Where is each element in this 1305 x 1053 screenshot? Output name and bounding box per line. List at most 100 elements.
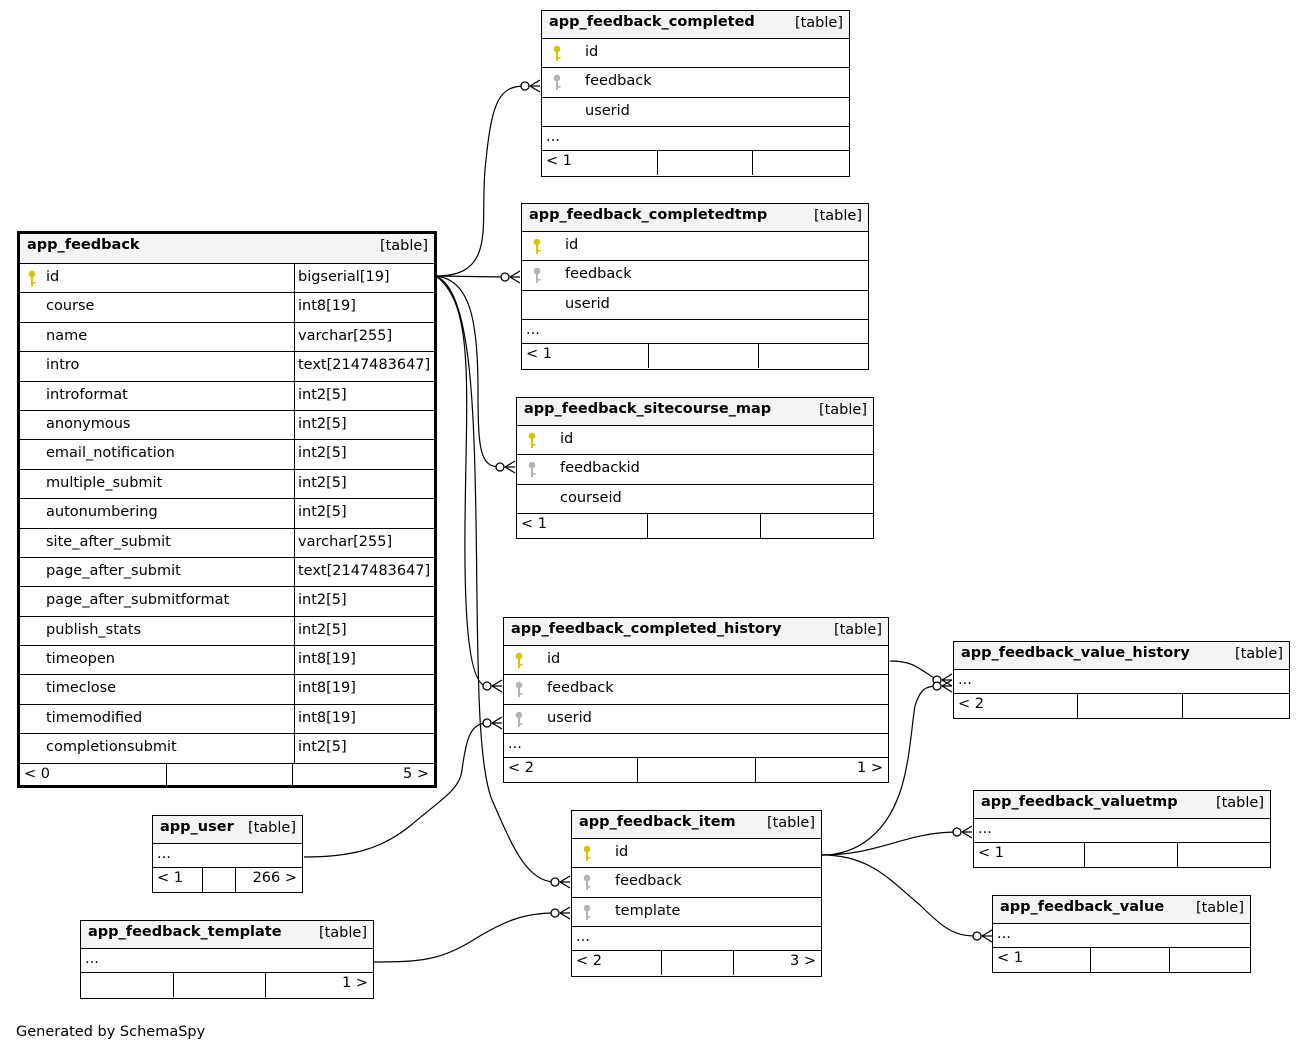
column-type: int8[19] [298, 298, 356, 315]
table-name: app_user [160, 819, 234, 835]
foreign-key-icon [552, 74, 562, 92]
table-tag: [table] [318, 925, 367, 941]
table-row: id [517, 426, 873, 456]
table-tag: [table] [818, 402, 867, 418]
table-header: app_feedback_completed_history [table] [504, 618, 888, 646]
foreign-key-icon [582, 904, 592, 922]
column-name: userid [547, 709, 592, 726]
footer-parents: < 1 [546, 153, 572, 170]
column-name: timemodified [46, 709, 143, 726]
table-header: app_feedback_value_history [table] [954, 642, 1289, 670]
column-type: int8[19] [298, 709, 356, 726]
column-type: int2[5] [298, 621, 347, 638]
table-tag: [table] [1215, 795, 1264, 811]
column-type: int8[19] [298, 680, 356, 697]
primary-key-icon [582, 845, 592, 863]
table-header: app_feedback_item [table] [572, 811, 821, 839]
table-name: app_feedback_completedtmp [529, 207, 768, 223]
column-name: feedback [565, 266, 632, 283]
table-footer: 1 > [81, 973, 373, 997]
table-tag: [table] [247, 820, 296, 836]
table-name: app_feedback_valuetmp [981, 794, 1178, 810]
table-row: introformat int2[5] [20, 381, 434, 411]
column-name: id [565, 237, 579, 253]
column-name: template [615, 902, 681, 919]
edge-item-template [373, 912, 556, 963]
table-tag: [table] [1234, 646, 1283, 662]
table-row: feedback [542, 68, 849, 98]
table-name: app_feedback_value_history [961, 645, 1190, 661]
column-name: email_notification [46, 445, 175, 462]
table-app-feedback-valuetmp[interactable]: app_feedback_valuetmp [table] ... < 1 [973, 790, 1271, 868]
footer-parents: < 1 [526, 346, 552, 363]
table-row: feedback [572, 868, 821, 898]
column-name: course [46, 298, 95, 315]
column-name: timeclose [46, 680, 117, 697]
table-header: app_feedback_valuetmp [table] [974, 791, 1270, 819]
column-type: int2[5] [298, 386, 347, 403]
table-row: id [572, 839, 821, 869]
table-row: userid [542, 98, 849, 128]
generator-credit: Generated by SchemaSpy [16, 1024, 206, 1040]
footer-children: 5 > [403, 765, 429, 782]
column-type: int2[5] [298, 474, 347, 491]
edge-item-feedback [435, 275, 556, 883]
table-tag: [table] [379, 238, 428, 254]
table-footer: < 0 5 > [20, 763, 434, 788]
table-footer: < 1 [542, 151, 849, 176]
footer-parents: < 0 [24, 765, 50, 782]
table-header: app_feedback_sitecourse_map [table] [517, 398, 873, 426]
foreign-key-icon [514, 681, 524, 699]
column-name: userid [585, 102, 630, 119]
edge-sitecourse-feedbackid [435, 275, 501, 468]
edge-completed-feedback [435, 85, 526, 277]
column-name: feedback [615, 873, 682, 890]
more-columns: ... [993, 924, 1250, 948]
foreign-key-icon [582, 874, 592, 892]
table-app-feedback-template[interactable]: app_feedback_template [table] ... 1 > [80, 920, 374, 999]
footer-children: 1 > [342, 975, 368, 991]
table-footer: < 1 [993, 948, 1250, 972]
column-name: introformat [46, 386, 128, 403]
table-row: id [504, 646, 888, 676]
primary-key-icon [552, 45, 562, 63]
edge-history-userid [303, 722, 488, 858]
table-app-user[interactable]: app_user [table] ... < 1 266 > [152, 815, 303, 893]
column-name: multiple_submit [46, 474, 163, 491]
column-name: page_after_submitformat [46, 592, 230, 609]
column-name: site_after_submit [46, 533, 171, 550]
table-name: app_feedback_completed_history [511, 621, 782, 637]
primary-key-icon [27, 270, 37, 288]
column-type: int2[5] [298, 504, 347, 521]
table-app-feedback-value-history[interactable]: app_feedback_value_history [table] ... <… [953, 641, 1290, 719]
primary-key-icon [514, 652, 524, 670]
table-app-feedback-completed-history[interactable]: app_feedback_completed_history [table] i… [503, 617, 889, 783]
table-footer: < 1 [517, 514, 873, 539]
footer-parents: < 1 [157, 870, 183, 886]
edge-history-feedback [435, 275, 488, 687]
more-columns: ... [522, 320, 868, 345]
table-tag: [table] [1195, 900, 1244, 916]
column-type: bigserial[19] [298, 269, 390, 285]
table-row: feedback [504, 675, 888, 705]
table-header: app_feedback_template [table] [81, 921, 373, 949]
more-columns: ... [153, 844, 302, 868]
column-name: anonymous [46, 415, 131, 432]
table-app-feedback-value[interactable]: app_feedback_value [table] ... < 1 [992, 895, 1251, 973]
column-name: id [585, 44, 599, 60]
column-type: text[2147483647] [298, 357, 431, 374]
table-app-feedback-sitecourse-map[interactable]: app_feedback_sitecourse_map [table] id fe… [516, 397, 874, 539]
table-header: app_feedback_value [table] [993, 896, 1250, 924]
column-name: id [46, 269, 60, 285]
edge-value-item [821, 854, 978, 937]
column-name: name [46, 327, 88, 344]
table-app-feedback-item[interactable]: app_feedback_item [table] id feedback temp… [571, 810, 822, 977]
column-name: feedbackid [560, 460, 640, 477]
